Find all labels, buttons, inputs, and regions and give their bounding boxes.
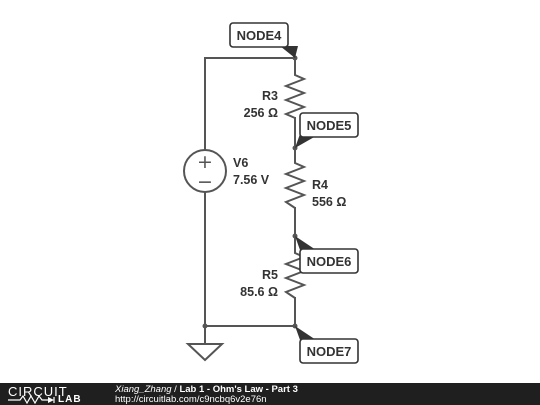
voltage-source-icon: + − — [183, 149, 227, 193]
r3-name: R3 — [262, 89, 278, 103]
node5-flag: NODE5 — [295, 112, 359, 148]
resistor-r4 — [283, 158, 307, 209]
node4-flag: NODE4 — [229, 22, 298, 58]
r3-value: 256 Ω — [244, 106, 278, 120]
logo-top-text: CIRCUIT — [8, 384, 68, 399]
node5-label: NODE5 — [307, 118, 352, 133]
r5-value: 85.6 Ω — [240, 285, 278, 299]
node6-flag: NODE6 — [295, 236, 359, 274]
plus-sign: + — [197, 151, 213, 173]
junction-bottom-left — [202, 323, 208, 329]
circuit-url[interactable]: http://circuitlab.com/c9ncbq6v2e76n — [115, 394, 267, 405]
v6-value: 7.56 V — [233, 173, 270, 187]
r4-value: 556 Ω — [312, 195, 346, 209]
circuit-schematic: + − R3 256 Ω R4 556 Ω R5 85.6 Ω V6 7.56 … — [183, 22, 359, 364]
minus-sign: − — [197, 171, 213, 193]
logo-bottom-text: LAB — [58, 394, 82, 405]
v6-name: V6 — [233, 156, 248, 170]
resistor-r3 — [283, 70, 307, 119]
node7-flag: NODE7 — [295, 326, 359, 364]
circuit-title[interactable]: Lab 1 - Ohm's Law - Part 3 — [179, 384, 298, 395]
author-link[interactable]: Xiang_Zhang — [115, 384, 172, 395]
circuitlab-logo-icon: CIRCUIT LAB — [8, 383, 108, 405]
node4-label: NODE4 — [237, 28, 283, 43]
footer-title-line: Xiang_Zhang / Lab 1 - Ohm's Law - Part 3 — [115, 384, 298, 395]
footer-bar: CIRCUIT LAB Xiang_Zhang / Lab 1 - Ohm's … — [0, 383, 540, 405]
logo-resistor-icon — [8, 395, 55, 404]
node6-label: NODE6 — [307, 254, 352, 269]
wire-bottom — [204, 191, 296, 327]
r5-name: R5 — [262, 268, 278, 282]
title-separator: / — [171, 384, 180, 395]
ground-icon — [185, 343, 225, 362]
wire-top — [204, 57, 296, 151]
r4-name: R4 — [312, 178, 328, 192]
node7-label: NODE7 — [307, 344, 352, 359]
